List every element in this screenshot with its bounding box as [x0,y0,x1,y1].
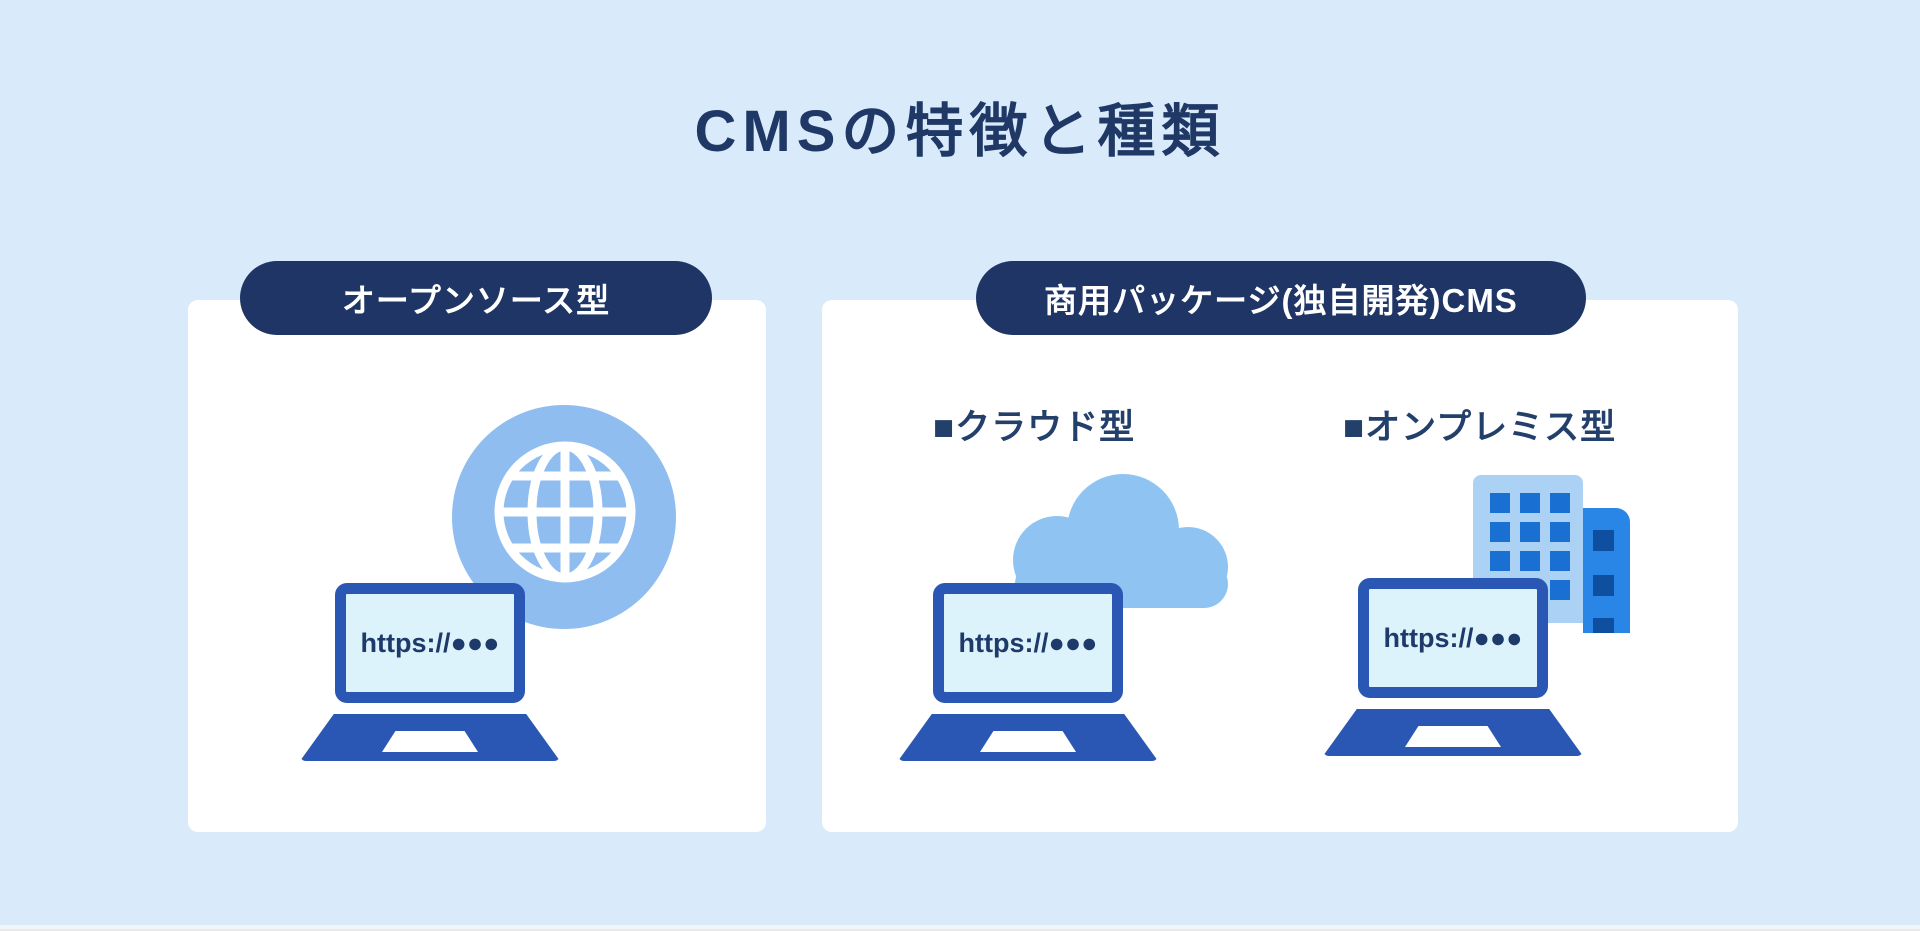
building-window [1490,551,1510,571]
laptop-icon-cloud: https://●●● [898,583,1158,763]
building-window [1490,493,1510,513]
laptop-icon-onpremise: https://●●● [1323,578,1583,758]
laptop-url-text: https://●●● [1383,622,1523,653]
laptop-icon-open-source: https://●●● [300,583,560,763]
globe-icon [494,441,636,583]
laptop-base [300,714,560,761]
building-window [1520,522,1540,542]
building-window [1593,575,1614,596]
commercial-header-label: 商用パッケージ(独自開発)CMS [1044,282,1518,319]
laptop-base [1323,709,1583,756]
onpremise-type-label: ■オンプレミス型 [1343,408,1617,447]
cloud-type-label: ■クラウド型 [933,408,1136,447]
building-window [1550,551,1570,571]
building-back-icon [1583,508,1630,633]
laptop-screen: https://●●● [335,583,525,703]
laptop-notch [1405,726,1501,747]
laptop-url-text: https://●●● [360,627,500,658]
building-window [1593,530,1614,551]
building-window [1520,493,1540,513]
building-window [1490,522,1510,542]
laptop-notch [382,731,478,752]
open-source-header-label: オープンソース型 [341,282,611,319]
laptop-screen: https://●●● [1358,578,1548,698]
laptop-screen: https://●●● [933,583,1123,703]
laptop-notch [980,731,1076,752]
laptop-base [898,714,1158,761]
building-window [1520,551,1540,571]
building-window [1550,522,1570,542]
open-source-header-pill: オープンソース型 [240,261,712,335]
laptop-url-text: https://●●● [958,627,1098,658]
building-window [1550,493,1570,513]
bottom-edge-strip [0,925,1920,931]
page-title: CMSの特徴と種類 [694,99,1226,164]
building-window [1593,618,1614,633]
building-window [1550,580,1570,600]
commercial-header-pill: 商用パッケージ(独自開発)CMS [976,261,1586,335]
